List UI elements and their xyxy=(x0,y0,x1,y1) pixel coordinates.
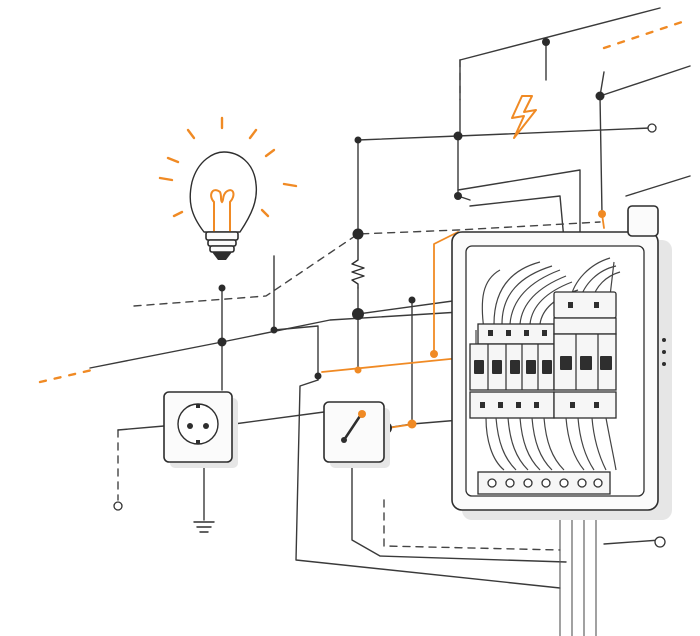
wire-switch-loop xyxy=(295,379,561,589)
node xyxy=(218,284,226,292)
node xyxy=(354,136,362,144)
node-orange xyxy=(354,366,362,374)
node xyxy=(454,192,462,200)
node-orange xyxy=(407,419,417,429)
orange-wire-panel xyxy=(433,231,459,355)
node xyxy=(270,326,278,334)
wire-right-panel xyxy=(625,175,691,197)
breaker-panel-icon xyxy=(451,205,672,520)
node-orange xyxy=(430,350,438,358)
resistor-icon xyxy=(351,233,365,289)
wire-horizontal-top xyxy=(357,127,651,141)
wire-socket-to-switch xyxy=(233,411,325,425)
socket-icon[interactable] xyxy=(163,391,238,468)
terminal-open xyxy=(113,501,123,511)
node xyxy=(453,131,463,141)
node xyxy=(314,372,322,380)
wire-center-right xyxy=(357,299,461,315)
wire-bottom-right xyxy=(603,539,661,545)
node xyxy=(595,91,605,101)
terminal-open xyxy=(654,536,666,548)
orange-dashed-top xyxy=(602,20,684,50)
orange-dashed-left xyxy=(38,368,94,384)
light-bulb-icon xyxy=(158,116,298,260)
wire-socket-left xyxy=(117,425,165,431)
wire-top-2 xyxy=(599,65,691,97)
wire-to-panel-3 xyxy=(599,95,603,215)
wire-to-panel-1 xyxy=(457,169,581,261)
node xyxy=(408,296,416,304)
switch-icon[interactable] xyxy=(323,401,390,468)
wire-top-1 xyxy=(459,7,661,61)
lightning-bolt-icon xyxy=(511,95,537,139)
ground-icon xyxy=(193,521,215,533)
wire-to-switch-left xyxy=(273,325,319,381)
orange-wire-switch xyxy=(321,357,461,373)
dashed-line-1 xyxy=(133,221,601,307)
wire-diagonal-main xyxy=(89,311,471,369)
node xyxy=(352,308,364,320)
terminal-open xyxy=(647,123,657,133)
wire-switch-bottom xyxy=(351,463,567,563)
dashed-line-4 xyxy=(383,499,561,551)
node xyxy=(542,38,550,46)
node xyxy=(217,337,227,347)
node-orange xyxy=(598,210,606,218)
